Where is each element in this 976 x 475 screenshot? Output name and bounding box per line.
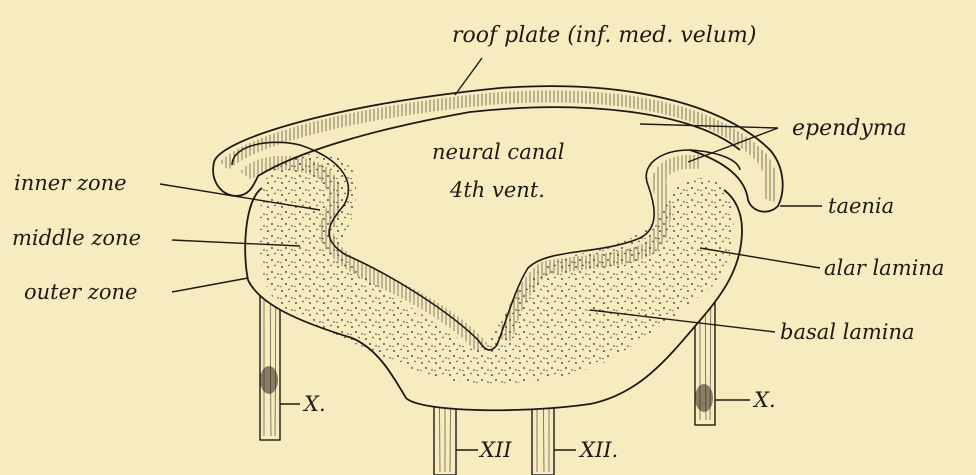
label-inner-zone: inner zone [14,173,127,194]
label-outer-zone: outer zone [24,282,137,303]
label-neural-canal: neural canal [432,142,564,163]
label-roof-plate: roof plate (inf. med. velum) [452,25,756,47]
label-alar-lamina: alar lamina [824,258,944,279]
label-nerve-xii-right: XII. [580,440,618,461]
label-nerve-xii-left: XII [480,440,512,461]
leader-outer-zone [172,278,248,292]
label-nerve-x-left: X. [304,394,326,415]
label-nerve-x-right: X. [754,390,776,411]
label-taenia: taenia [828,196,894,217]
label-ependyma: ependyma [792,118,907,140]
label-basal-lamina: basal lamina [780,322,915,343]
label-middle-zone: middle zone [12,228,141,249]
label-fourth-vent: 4th vent. [450,180,545,201]
